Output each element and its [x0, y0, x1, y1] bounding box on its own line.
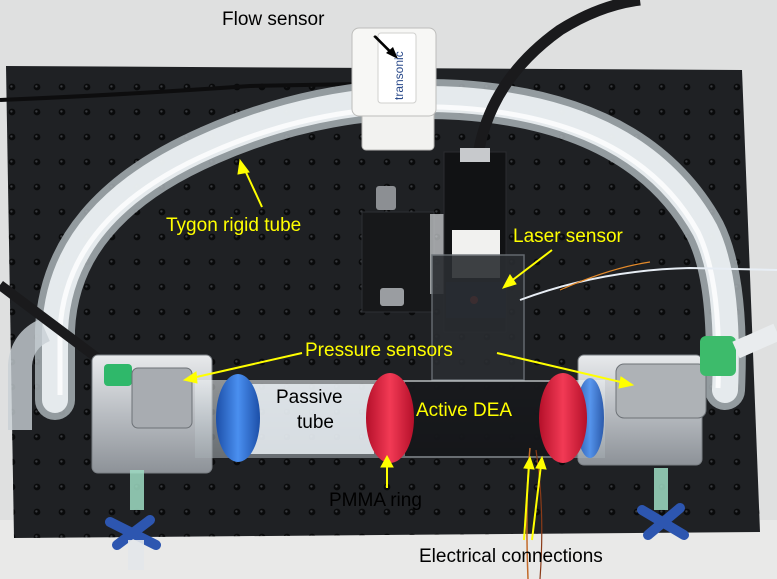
label-active-dea: Active DEA — [416, 400, 513, 421]
label-tygon-rigid-tube: Tygon rigid tube — [166, 215, 302, 236]
stopcock-right — [637, 468, 689, 540]
flow-sensor-brand: transonic — [392, 51, 406, 100]
flow-sensor — [351, 27, 437, 151]
laser-cable — [472, 0, 641, 156]
label-electrical-connections: Electrical connections — [419, 546, 603, 567]
red-ring-1 — [366, 373, 414, 463]
label-pmma-ring: PMMA ring — [329, 490, 422, 511]
label-passive-tube-line2: tube — [297, 412, 334, 433]
flow-sensor-arrow — [374, 35, 398, 59]
label-passive-tube-line1: Passive — [276, 387, 343, 408]
cable-top-left — [0, 82, 361, 102]
passive-tube — [250, 384, 374, 454]
label-pressure-sensors: Pressure sensors — [305, 340, 453, 361]
right-aluminum-block — [577, 323, 777, 466]
label-flow-sensor: Flow sensor — [222, 9, 325, 30]
label-laser-sensor: Laser sensor — [513, 226, 623, 247]
annotation-arrows — [182, 158, 635, 541]
blue-ring-left — [216, 374, 260, 462]
active-dea — [405, 382, 555, 456]
left-aluminum-block — [91, 354, 213, 474]
red-ring-2 — [539, 373, 587, 463]
stopcock-left — [105, 470, 161, 570]
tygon-tube — [8, 78, 746, 430]
